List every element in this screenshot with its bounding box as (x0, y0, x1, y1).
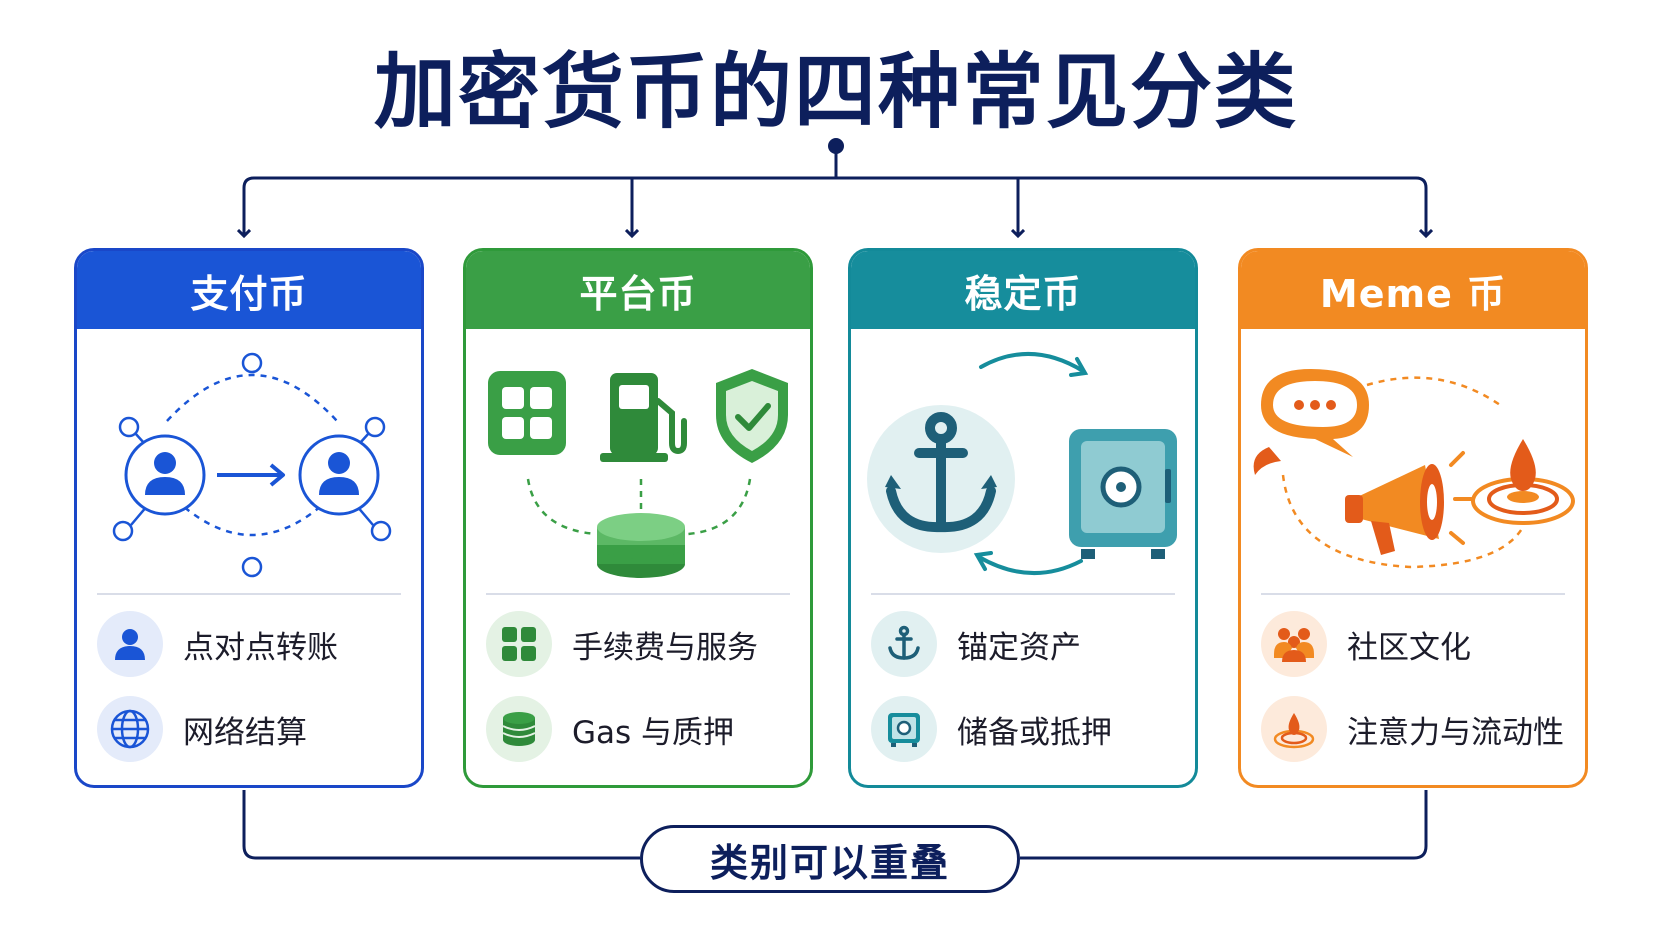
p2p-network-illustration (112, 352, 392, 578)
user-node-icon (124, 434, 206, 516)
chat-bubble-icon (1253, 369, 1369, 475)
card-header: 支付币 (77, 251, 421, 329)
globe-icon (97, 696, 163, 762)
safe-icon (871, 696, 937, 762)
card-header: 平台币 (466, 251, 810, 329)
feature-label: 社区文化 (1347, 629, 1471, 666)
connector-top-bar (242, 176, 1428, 236)
arrow-right-icon (217, 463, 285, 487)
ripple-drop-large-icon (1471, 439, 1575, 525)
ripple-drop-icon (1261, 696, 1327, 762)
feature-label: Gas 与质押 (572, 714, 735, 751)
platform-services-illustration (488, 369, 788, 578)
feature-label: 网络结算 (183, 714, 307, 751)
feature-item: 储备或抵押 (871, 694, 1112, 764)
feature-item: 社区文化 (1261, 609, 1471, 679)
anchor-icon (871, 611, 937, 677)
page-title: 加密货币的四种常见分类 (373, 45, 1298, 140)
feature-label: 锚定资产 (957, 629, 1081, 666)
card-divider (97, 593, 401, 595)
grid-icon (486, 611, 552, 677)
coin-stack-icon (486, 696, 552, 762)
card-meme-coin: Meme 币 (1238, 248, 1588, 788)
card-divider (1261, 593, 1565, 595)
feature-item: Gas 与质押 (486, 694, 734, 764)
feature-label: 点对点转账 (183, 629, 338, 666)
safe-large-icon (1069, 429, 1177, 559)
community-icon (1261, 611, 1327, 677)
apps-grid-icon (488, 371, 566, 455)
coin-stack-illustration (597, 513, 685, 578)
feature-label: 注意力与流动性 (1347, 714, 1564, 751)
meme-community-illustration (1253, 369, 1575, 569)
card-header: 稳定币 (851, 251, 1195, 329)
card-divider (871, 593, 1175, 595)
shield-check-icon (716, 369, 788, 463)
feature-item: 网络结算 (97, 694, 307, 764)
feature-item: 点对点转账 (97, 609, 338, 679)
card-payment-coin: 支付币 (74, 248, 424, 788)
card-header: Meme 币 (1241, 251, 1585, 329)
fuel-pump-icon (600, 373, 687, 462)
feature-label: 储备或抵押 (957, 714, 1112, 751)
feature-item: 锚定资产 (871, 609, 1081, 679)
megaphone-icon (1345, 451, 1473, 555)
exchange-arrows-icon (973, 351, 1089, 576)
card-divider (486, 593, 790, 595)
user-icon (97, 611, 163, 677)
feature-label: 手续费与服务 (572, 629, 758, 666)
anchor-large-icon (886, 412, 996, 533)
overlap-note-pill: 类别可以重叠 (640, 825, 1020, 893)
user-node-icon (298, 434, 380, 516)
feature-item: 手续费与服务 (486, 609, 758, 679)
anchor-reserve-illustration (867, 351, 1177, 576)
connector-bottom-bar (242, 790, 1428, 860)
card-stablecoin: 稳定币 (848, 248, 1198, 788)
card-platform-coin: 平台币 (463, 248, 813, 788)
connector-root-dot (828, 138, 844, 154)
feature-item: 注意力与流动性 (1261, 694, 1564, 764)
